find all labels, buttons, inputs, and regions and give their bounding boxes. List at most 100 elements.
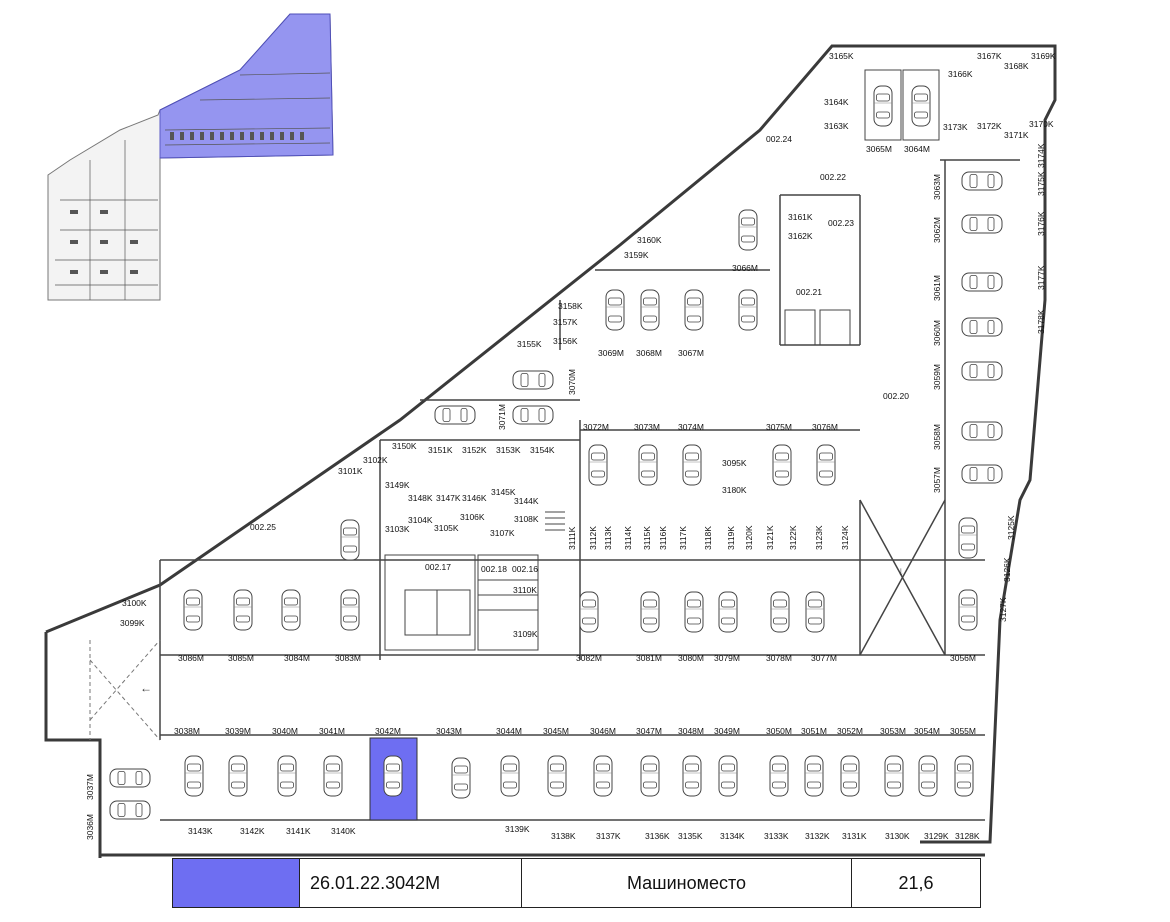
room-label: 002.18 (481, 564, 507, 574)
storage-label: 3133K (764, 831, 789, 841)
storage-label: 3136K (645, 831, 670, 841)
parking-label: 3081M (636, 653, 662, 663)
parking-label: 3047M (636, 726, 662, 736)
storage-label: 3104K (408, 515, 433, 525)
parking-label: 3048M (678, 726, 704, 736)
storage-label: 3131K (842, 831, 867, 841)
arrow-left-icon: ← (140, 681, 152, 695)
parking-label: 3058M (932, 424, 942, 450)
parking-label: 3078M (766, 653, 792, 663)
storage-label: 3168K (1004, 61, 1029, 71)
parking-label: 3072M (583, 422, 609, 432)
storage-label: 3127K (998, 597, 1008, 622)
storage-label: 3106K (460, 512, 485, 522)
left-block: 3086M 3085M 3084M 3083M 3100K 3099K 3110… (120, 519, 538, 663)
storage-label: 3095K (722, 458, 747, 468)
parking-label: 3066M (732, 263, 758, 273)
parking-label: 3068M (636, 348, 662, 358)
legend-area: 21,6 (898, 872, 934, 893)
ramp-area (89, 639, 161, 741)
room-label: 002.22 (820, 172, 846, 182)
storage-label: 3123K (814, 525, 824, 550)
storage-label: 3137K (596, 831, 621, 841)
room-label: 002.20 (883, 391, 909, 401)
storage-label: 3172K (977, 121, 1002, 131)
parking-label: 3084M (284, 653, 310, 663)
parking-label: 3074M (678, 422, 704, 432)
storage-label: 3166K (948, 69, 973, 79)
storage-label: 3165K (829, 51, 854, 61)
minimap (47, 13, 334, 301)
inner-walls (159, 159, 1020, 821)
parking-label: 3037M (85, 774, 95, 800)
storage-label: 3175K (1036, 171, 1046, 196)
storage-label: 3177K (1036, 265, 1046, 290)
storage-label: 3174K (1036, 143, 1046, 168)
storage-label: 3156K (553, 336, 578, 346)
upper-middle-block: 3069M 3068M 3067M 3066M 3161K 3162K 3160… (517, 209, 813, 358)
storage-label: 3153K (496, 445, 521, 455)
parking-label: 3071M (497, 404, 507, 430)
storage-label: 3124K (840, 525, 850, 550)
legend-color-swatch (173, 859, 299, 907)
legend-type: Машиноместо (522, 859, 852, 907)
mid-block: 3070M 3071M 3150K 3151K 3152K 3153K 3154… (338, 369, 577, 538)
storage-label: 3102K (363, 455, 388, 465)
parking-label: 3055M (950, 726, 976, 736)
building-walls (44, 44, 1057, 858)
parking-label: 3069M (598, 348, 624, 358)
room-label: 002.24 (766, 134, 792, 144)
room-label: 002.17 (425, 562, 451, 572)
parking-label: 3049M (714, 726, 740, 736)
arrow-down-icon: ↓ (898, 564, 904, 578)
legend-swatch-cell (173, 859, 300, 907)
storage-label: 3173K (943, 122, 968, 132)
room-labels: 002.24 002.22 002.23 002.21 002.20 002.2… (250, 134, 909, 574)
storage-label: 3112K (588, 526, 598, 550)
parking-label: 3036M (85, 814, 95, 840)
storage-label: 3108K (514, 514, 539, 524)
storage-label: 3134K (720, 831, 745, 841)
storage-label: 3114K (623, 526, 633, 550)
parking-label: 3070M (567, 369, 577, 395)
storage-label: 3169K (1031, 51, 1056, 61)
storage-label: 3157K (553, 317, 578, 327)
storage-label: 3160K (637, 235, 662, 245)
storage-label: 3119K (726, 526, 736, 550)
storage-label: 3148K (408, 493, 433, 503)
parking-label: 3045M (543, 726, 569, 736)
parking-label: 3062M (932, 217, 942, 243)
parking-label: 3075M (766, 422, 792, 432)
right-column: 3063M 3062M 3061M 3060M 3059M 3058M 3057… (932, 143, 1046, 663)
storage-label: 3128K (955, 831, 980, 841)
room-label: 002.25 (250, 522, 276, 532)
storage-label: 3138K (551, 831, 576, 841)
center-block: 3072M 3073M 3074M 3075M 3076M 3095K 3180… (567, 422, 850, 663)
storage-label: 3167K (977, 51, 1002, 61)
storage-label: 3144K (514, 496, 539, 506)
parking-label: 3039M (225, 726, 251, 736)
storage-label: 3176K (1036, 211, 1046, 236)
parking-label: 3054M (914, 726, 940, 736)
storage-label: 3141K (286, 826, 311, 836)
storage-label: 3158K (558, 301, 583, 311)
parking-label: 3065M (866, 144, 892, 154)
stair-and-lift (384, 309, 851, 651)
storage-label: 3143K (188, 826, 213, 836)
parking-label: 3080M (678, 653, 704, 663)
parking-label: 3086M (178, 653, 204, 663)
storage-label: 3120K (744, 525, 754, 550)
storage-label: 3151K (428, 445, 453, 455)
storage-label: 3115K (642, 526, 652, 550)
storage-label: 3145K (491, 487, 516, 497)
room-label: 002.23 (828, 218, 854, 228)
storage-label: 3103K (385, 524, 410, 534)
storage-label: 3140K (331, 826, 356, 836)
parking-label: 3051M (801, 726, 827, 736)
storage-label: 3130K (885, 831, 910, 841)
room-label: 002.21 (796, 287, 822, 297)
storage-label: 3107K (490, 528, 515, 538)
storage-label: 3164K (824, 97, 849, 107)
storage-label: 3142K (240, 826, 265, 836)
